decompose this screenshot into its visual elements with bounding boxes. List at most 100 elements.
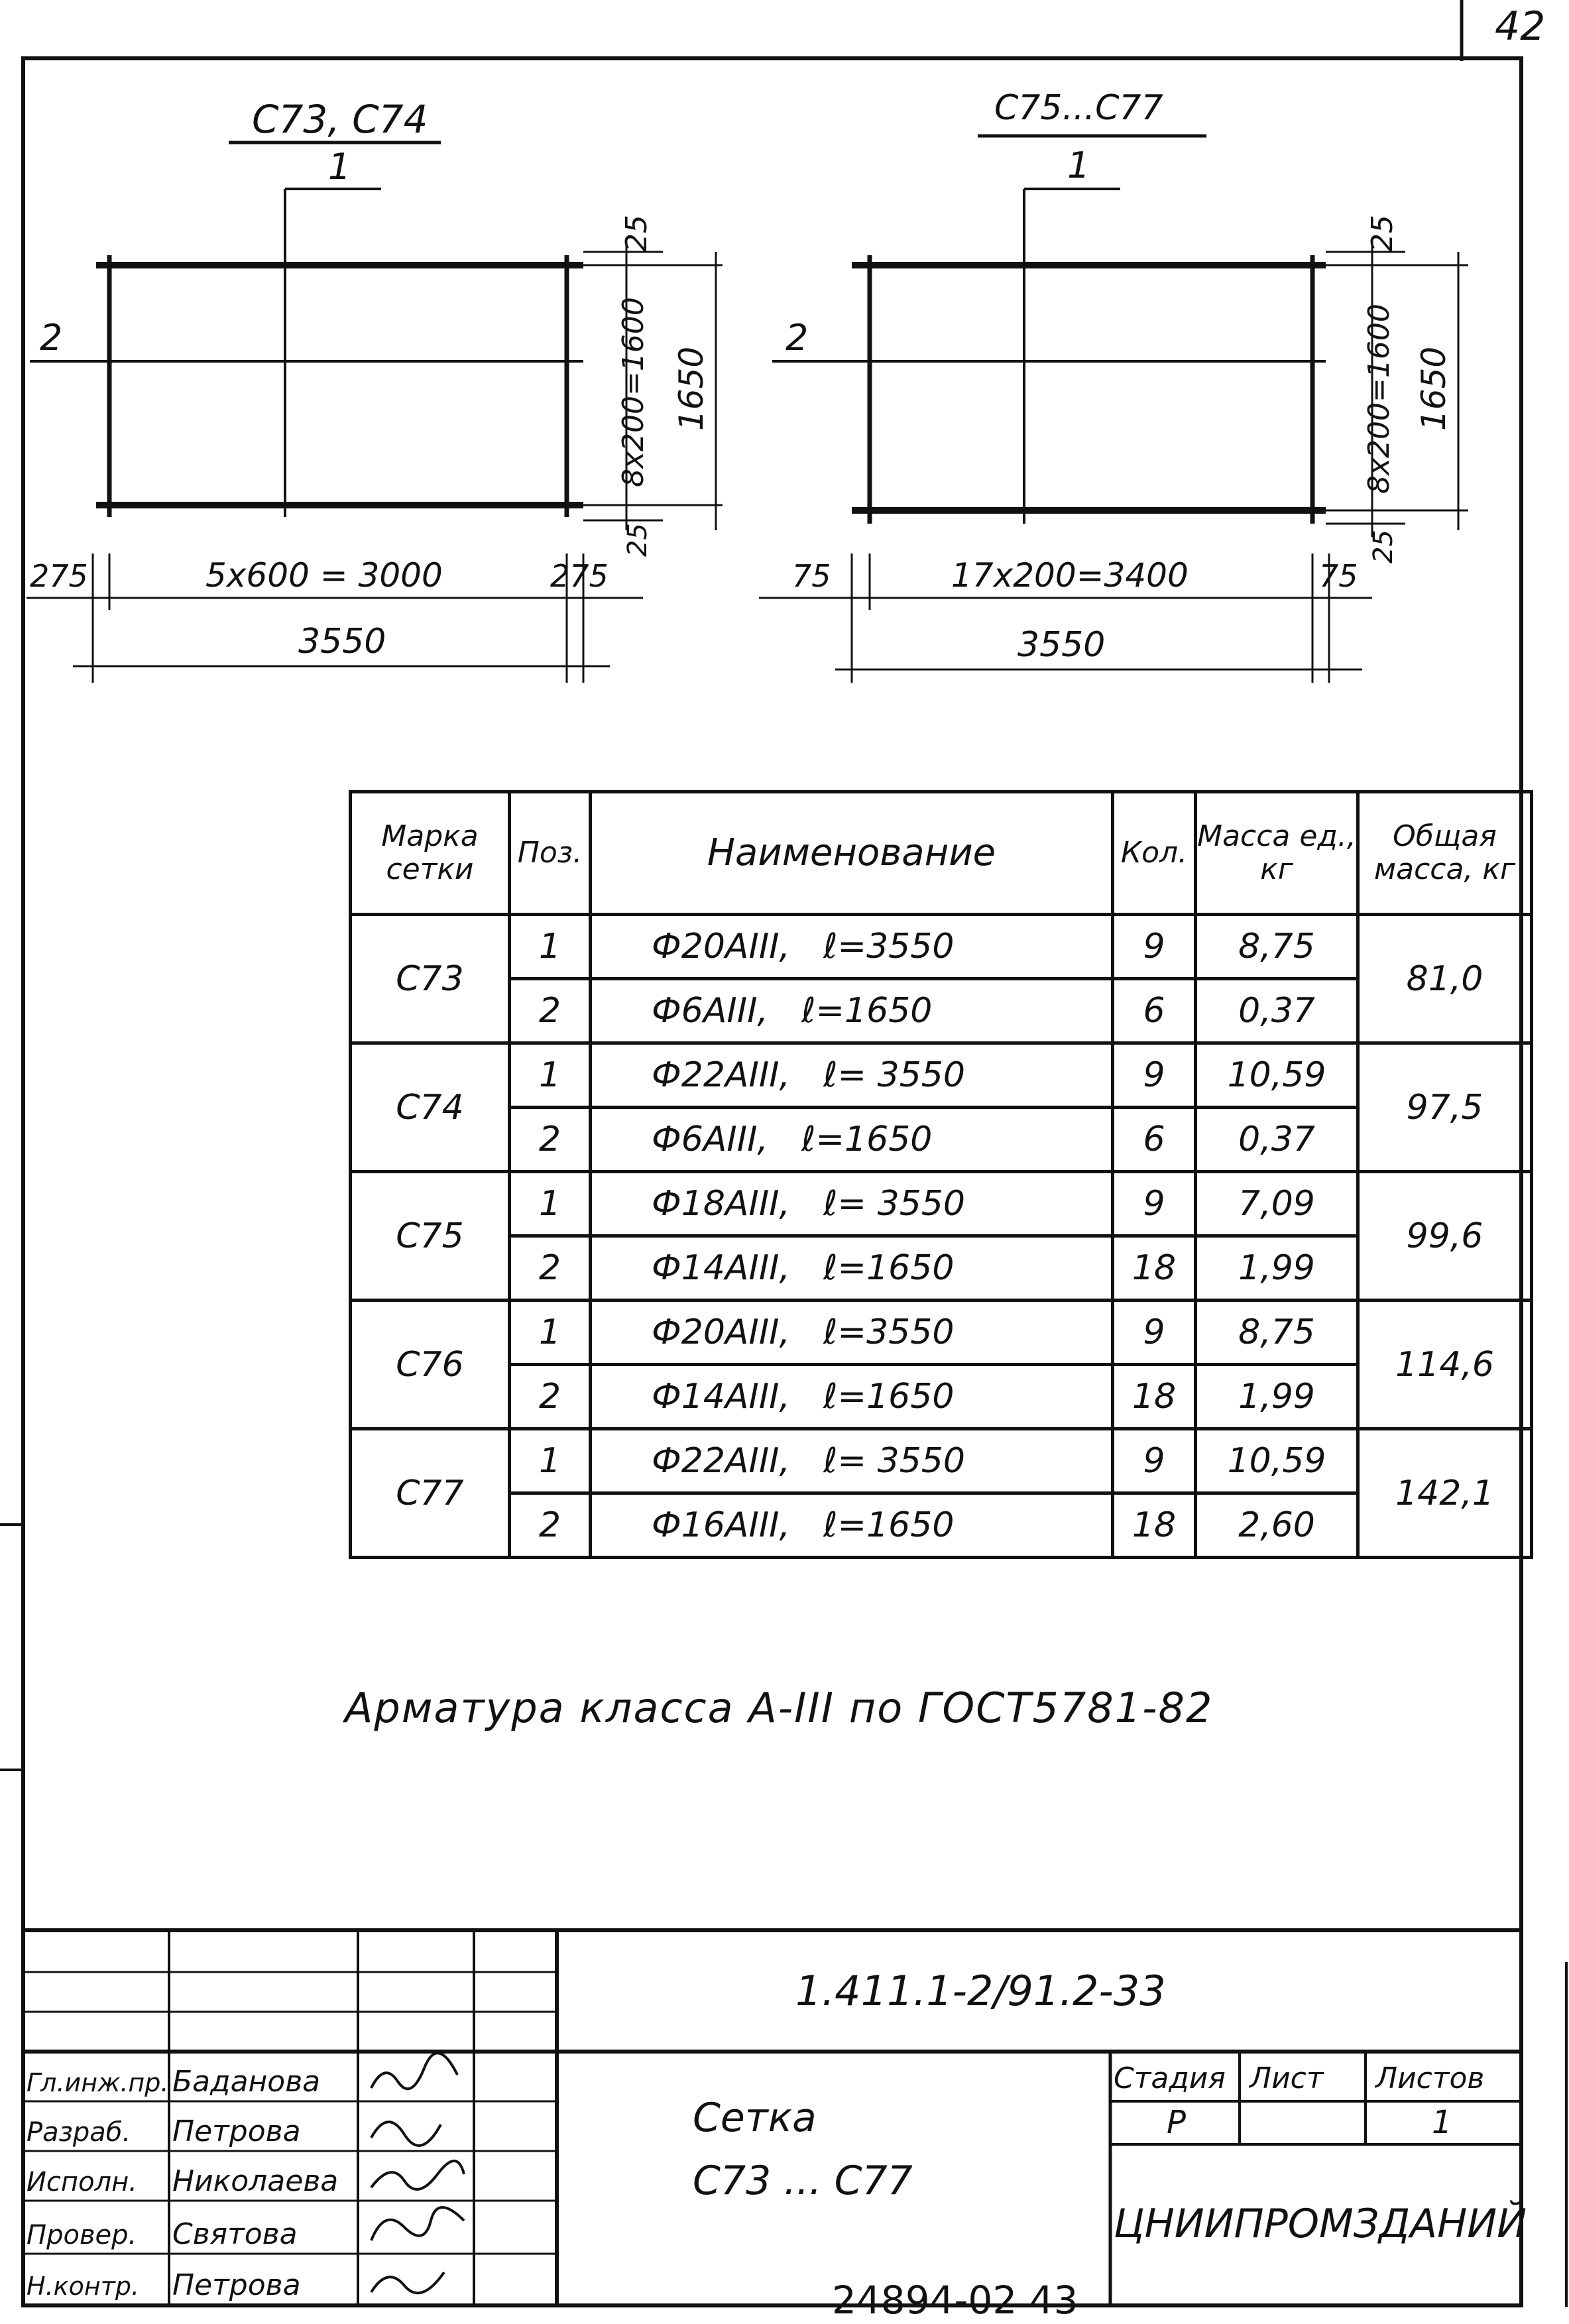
bar-length: ℓ=1650 [823,1248,955,1288]
bar-length: ℓ=1650 [801,1120,933,1159]
person-name: Петрова [172,2115,301,2148]
person-role: Разраб. [27,2117,131,2148]
bar-length: ℓ=3550 [823,927,955,966]
bar-diameter: Ф20АIII, [652,927,791,966]
table-row: 2 Ф14АIII, ℓ=1650 18 1,99 [351,1234,1532,1302]
dim-total-left: 3550 [298,622,386,662]
drawing-title-line2: С73 ... С77 [693,2158,913,2204]
unit-mass: 1,99 [1194,1363,1360,1430]
title-block [23,1928,1521,2305]
position: 1 [508,1427,592,1495]
bar-diameter: Ф18АIII, [652,1184,791,1224]
bar-description: Ф20АIII, ℓ=3550 [589,913,1114,980]
mesh-mark: С76 [349,1299,511,1430]
position: 2 [508,1106,592,1173]
signature-marks [370,2052,465,2295]
header-mark: Марка сетки [349,790,511,916]
organization-name: ЦНИИПРОМЗДАНИЙ [1114,2200,1527,2247]
quantity: 9 [1111,1427,1197,1495]
person-name: Петрова [172,2268,301,2302]
mesh-mark: С77 [349,1427,511,1559]
unit-mass: 8,75 [1194,913,1360,980]
bar-description: Ф20АIII, ℓ=3550 [589,1299,1114,1366]
sheet-number: 42 [1495,3,1545,50]
bar-description: Ф6АIII, ℓ=1650 [589,1106,1114,1173]
pos-mark-right: 2 [785,317,808,359]
bar-length: ℓ=1650 [801,991,933,1031]
unit-mass: 10,59 [1194,1427,1360,1495]
mesh-mark: С75 [349,1170,511,1302]
position: 2 [508,1234,592,1302]
table-row: 2 Ф6АIII,ℓ=1650 6 0,37 [351,1106,1532,1173]
section-mark-right: 1 [1067,145,1090,186]
person-name: Баданова [172,2065,320,2099]
total-mass: 81,0 [1356,913,1533,1045]
table-row: 2 Ф16АIII,ℓ=1650 18 2,60 [351,1491,1532,1559]
header-pos: Поз. [508,790,592,916]
total-mass: 99,6 [1356,1170,1533,1302]
sheets-value: 1 [1432,2104,1452,2141]
bar-diameter: Ф20АIII, [652,1312,791,1352]
bar-description: Ф6АIII,ℓ=1650 [589,977,1114,1045]
table-header-row: Марка сетки Поз. Наименование Кол. Масса… [349,790,1533,916]
document-code: 1.411.1-2/91.2-33 [795,1967,1166,2015]
bar-length: ℓ= 3550 [823,1441,965,1481]
dim-vertical-inner-right: 8х200=1600 [1362,304,1396,494]
quantity: 9 [1111,1170,1197,1238]
unit-mass: 2,60 [1194,1491,1360,1559]
header-name: Наименование [589,790,1114,916]
header-unit-mass: Масса ед., кг [1194,790,1360,916]
bar-description: Ф14АIII, ℓ=1650 [589,1363,1114,1430]
person-name: Святова [172,2217,298,2251]
quantity: 9 [1111,913,1197,980]
table-row: С74 1 Ф22АIII,ℓ= 3550 9 10,59 97,5 [349,1041,1533,1173]
dim-left-offset-right: 75 [792,558,831,594]
bar-length: ℓ= 3550 [823,1055,965,1095]
position: 1 [508,1299,592,1366]
position: 1 [508,1170,592,1238]
quantity: 9 [1111,1299,1197,1366]
person-name: Николаева [172,2164,338,2198]
total-mass: 97,5 [1356,1041,1533,1173]
dim-top-right: 25 [1366,215,1399,252]
quantity: 18 [1111,1363,1197,1430]
table-row: С77 1 Ф22АIII,ℓ= 3550 9 10,59 142,1 [349,1427,1533,1559]
person-role: Гл.инж.пр. [27,2068,168,2097]
bar-description: Ф14АIII, ℓ=1650 [589,1234,1114,1302]
dim-top-left: 25 [620,215,654,252]
reinforcement-note: Арматура класса А-III по ГОСТ5781-82 [345,1684,1214,1732]
person-role: Н.контр. [27,2272,139,2301]
bar-diameter: Ф16АIII, [652,1505,791,1545]
position: 2 [508,977,592,1045]
dim-total-right: 3550 [1017,625,1105,665]
total-mass: 142,1 [1356,1427,1533,1559]
sheet-label: Лист [1248,2062,1324,2095]
bar-length: ℓ=3550 [823,1312,955,1352]
bar-diameter: Ф6АIII, [652,1120,768,1159]
unit-mass: 0,37 [1194,1106,1360,1173]
section-mark-left: 1 [328,146,351,188]
sheets-label: Листов [1374,2062,1484,2095]
unit-mass: 1,99 [1194,1234,1360,1302]
quantity: 9 [1111,1041,1197,1109]
dim-vertical-total-left: 1650 [672,347,711,431]
quantity: 6 [1111,977,1197,1045]
position: 1 [508,1041,592,1109]
table-row: 2 Ф14АIII,ℓ=1650 18 1,99 [351,1363,1532,1430]
dim-right-offset-right: 75 [1319,558,1358,594]
drawing-title-line1: Сетка [693,2095,817,2141]
dim-bottom-left: 25 [622,523,653,557]
stamp-number: 24894-02 43 [832,2278,1078,2323]
mesh-drawing-c75-c77: С75...С77 1 2 25 8х200=1600 1650 25 75 1… [759,88,1468,683]
bar-diameter: Ф14АIII, [652,1377,791,1417]
bar-diameter: Ф14АIII, [652,1248,791,1288]
position: 2 [508,1491,592,1559]
bar-description: Ф16АIII,ℓ=1650 [589,1491,1114,1559]
dim-middle-right: 17х200=3400 [951,556,1189,595]
bar-length: ℓ=1650 [823,1377,955,1417]
mesh-mark: С73 [349,913,511,1045]
bar-description: Ф22АIII,ℓ= 3550 [589,1427,1114,1495]
quantity: 18 [1111,1234,1197,1302]
mesh-drawing-c73-c74: С73, С74 1 2 25 8х200=1600 1650 25 275 5… [27,97,723,683]
header-total-mass: Общая масса, кг [1356,790,1533,916]
